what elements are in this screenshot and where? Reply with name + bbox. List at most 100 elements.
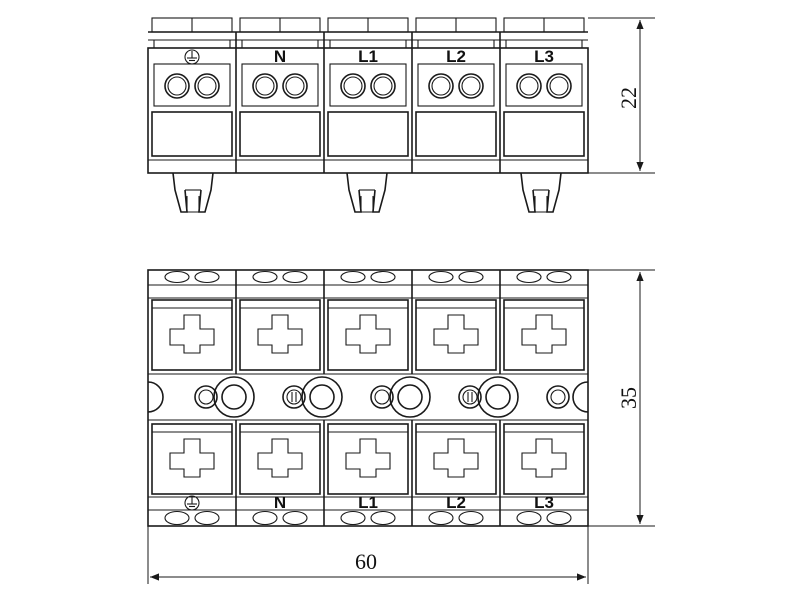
wire-entry-port: [194, 73, 220, 99]
screw-housing: [503, 423, 585, 495]
test-hole: [370, 385, 394, 409]
screw-cross-icon: [433, 438, 479, 478]
wire-entry-oval: [340, 270, 366, 284]
top-view-labels: N L1 L2 L3: [184, 47, 554, 66]
screw-housing: [327, 299, 409, 371]
wire-entry-port: [516, 73, 542, 99]
front-terminal-label: L3: [534, 493, 554, 512]
wire-entry-oval: [546, 270, 572, 284]
din-foot-left: [346, 172, 362, 213]
din-foot-right: [546, 172, 562, 213]
marking-window: [151, 111, 233, 157]
dimension-height-front-label: 35: [616, 387, 641, 409]
front-view-modules: [147, 270, 589, 526]
wire-entry-port-inner: [197, 76, 217, 96]
wire-entry-port-inner: [431, 76, 451, 96]
wire-entry-port-inner: [343, 76, 363, 96]
wire-entry-oval: [252, 270, 278, 284]
mounting-boss: [389, 376, 431, 418]
wire-entry-port: [546, 73, 572, 99]
end-half-hole: [147, 381, 164, 413]
wire-entry-oval: [428, 510, 454, 526]
screw-housing: [503, 299, 585, 371]
wire-entry-frame: [505, 63, 583, 107]
wire-entry-oval: [458, 270, 484, 284]
screw-cross-icon: [345, 438, 391, 478]
front-terminal-label: L1: [358, 493, 378, 512]
wire-entry-oval: [340, 510, 366, 526]
wire-entry-port: [340, 73, 366, 99]
screw-housing: [151, 299, 233, 371]
wire-entry-frame: [329, 63, 407, 107]
front-terminal-label: N: [274, 493, 286, 512]
wire-entry-port-inner: [167, 76, 187, 96]
din-foot: [346, 172, 388, 213]
screw-cross-icon: [169, 438, 215, 478]
marking-window: [415, 111, 497, 157]
screw-cross-icon: [521, 314, 567, 354]
test-hole: [546, 385, 570, 409]
wire-entry-oval: [370, 270, 396, 284]
wire-entry-port-inner: [461, 76, 481, 96]
marking-window: [327, 111, 409, 157]
wire-entry-port: [164, 73, 190, 99]
wire-entry-oval: [164, 270, 190, 284]
wire-entry-oval: [516, 270, 542, 284]
marking-window: [239, 111, 321, 157]
dimension-height-front: 35: [588, 269, 655, 527]
mounting-boss-hole: [397, 384, 423, 410]
front-terminal-label: L2: [446, 493, 466, 512]
wire-entry-oval: [252, 510, 278, 526]
test-hole-inner: [374, 389, 390, 405]
wire-entry-port-inner: [255, 76, 275, 96]
top-view-modules: [151, 17, 585, 173]
wire-entry-oval: [546, 510, 572, 526]
front-view: N L1 L2 L3 35 60: [147, 269, 655, 584]
test-hole-inner: [462, 389, 478, 405]
front-view-outline: [147, 269, 589, 527]
ground-symbol-ring: [184, 495, 200, 511]
screw-cross-icon: [257, 314, 303, 354]
wire-entry-oval: [370, 510, 396, 526]
din-foot: [520, 172, 562, 213]
wire-entry-port: [282, 73, 308, 99]
din-foot-left: [172, 172, 188, 213]
screw-housing: [239, 299, 321, 371]
front-view-labels: N L1 L2 L3: [184, 493, 554, 512]
din-mounting-feet: [172, 172, 562, 213]
wire-entry-port-inner: [519, 76, 539, 96]
dimension-width: 60: [147, 526, 589, 584]
screw-housing: [239, 423, 321, 495]
wire-entry-oval: [428, 270, 454, 284]
wire-entry-oval: [194, 510, 220, 526]
test-hole: [194, 385, 218, 409]
wire-entry-port: [252, 73, 278, 99]
wire-entry-port-inner: [285, 76, 305, 96]
wire-entry-port: [428, 73, 454, 99]
test-hole-inner: [550, 389, 566, 405]
screw-cross-icon: [345, 314, 391, 354]
top-terminal-label: L1: [358, 47, 378, 66]
top-terminal-label: L3: [534, 47, 554, 66]
screw-housing: [415, 423, 497, 495]
mounting-boss: [477, 376, 519, 418]
screw-housing: [327, 423, 409, 495]
marking-window: [503, 111, 585, 157]
mounting-boss: [301, 376, 343, 418]
wire-entry-port: [458, 73, 484, 99]
din-foot-right: [198, 172, 214, 213]
top-terminal-label: L2: [446, 47, 466, 66]
wire-entry-oval: [164, 510, 190, 526]
top-view: N L1 L2 L3 22: [147, 17, 655, 213]
screw-cross-icon: [169, 314, 215, 354]
dimension-height-top: 22: [588, 17, 655, 174]
screw-housing: [415, 299, 497, 371]
mounting-boss-hole: [221, 384, 247, 410]
wire-entry-oval: [282, 510, 308, 526]
wire-entry-oval: [516, 510, 542, 526]
din-foot-left: [520, 172, 536, 213]
din-foot-right: [372, 172, 388, 213]
top-terminal-label: N: [274, 47, 286, 66]
dimension-width-label: 60: [355, 549, 377, 574]
test-hole-inner: [198, 389, 214, 405]
